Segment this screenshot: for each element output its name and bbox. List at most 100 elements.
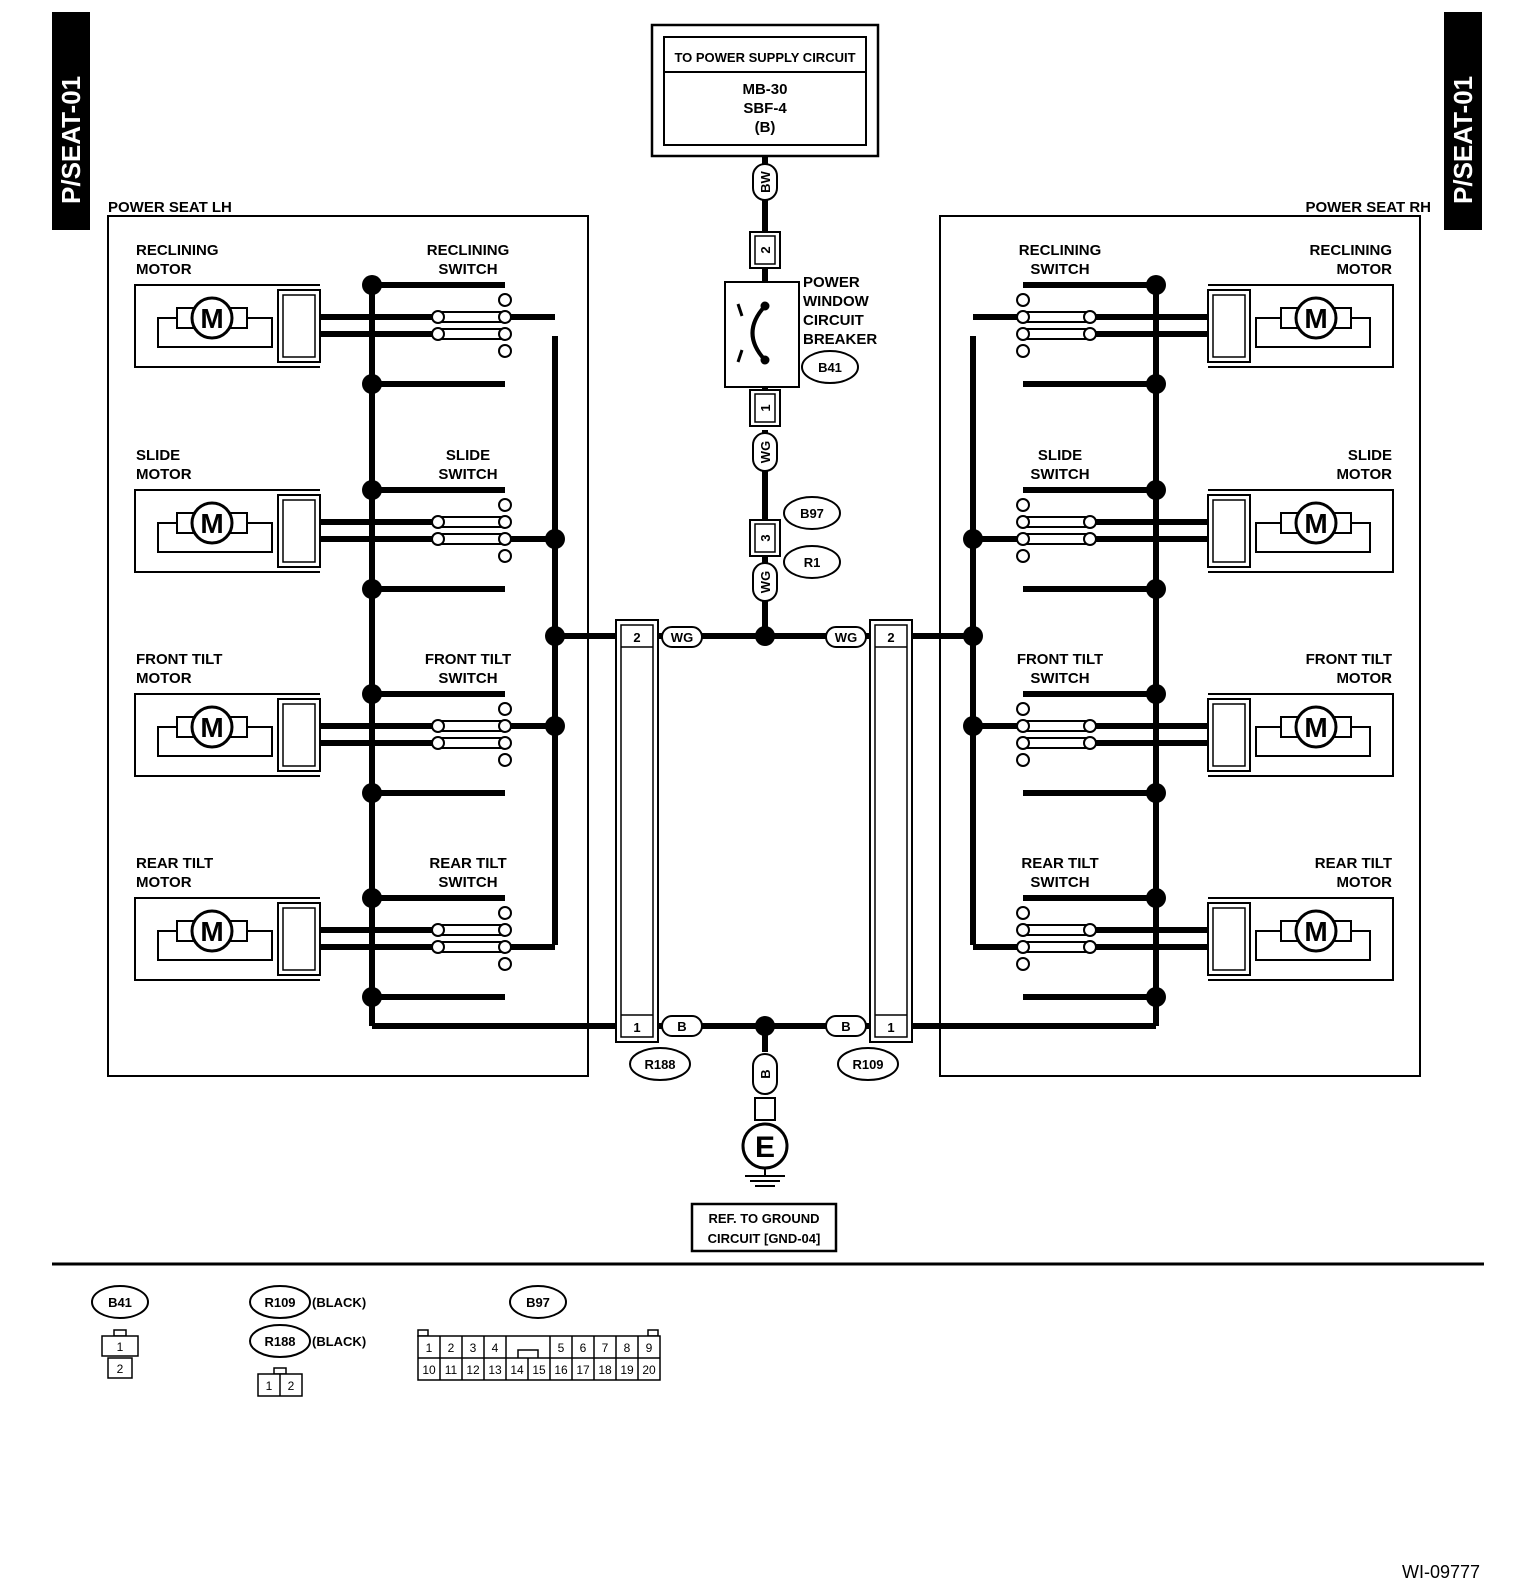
b97-pin-13: 13 — [488, 1363, 502, 1377]
lh-switch-blade-a-4 — [441, 924, 506, 936]
rh-switch-label-3-b: SWITCH — [1030, 670, 1089, 687]
b97-pin-16: 16 — [554, 1363, 568, 1377]
lh-switch-contact-4-1 — [498, 906, 512, 920]
lh-switch-contact-4-2 — [498, 923, 512, 937]
rh-motor-connector-3 — [1207, 698, 1251, 772]
lh-switch-blade-b-4 — [441, 941, 506, 953]
lh-switch-contact-3-3 — [498, 736, 512, 750]
lh-junction-bottom-1 — [362, 374, 382, 394]
legend-r188-name: R188 — [264, 1334, 295, 1349]
b97-key-notch — [517, 1349, 539, 1358]
rh-switch-blade-a-2 — [1022, 516, 1087, 528]
r188-pin-ground: 1 — [633, 1020, 640, 1035]
power-supply-line2: SBF-4 — [743, 100, 787, 117]
lh-switch-label-4-b: SWITCH — [438, 874, 497, 891]
lh-switch-pivot-b-2 — [431, 532, 445, 546]
lh-junction-bottom-2 — [362, 579, 382, 599]
rh-motor-symbol-4: M — [1304, 916, 1327, 947]
circuit-breaker — [724, 281, 800, 388]
rh-motor-symbol-3: M — [1304, 712, 1327, 743]
rh-motor-connector-inner-1 — [1212, 294, 1246, 358]
rh-motor-box-2 — [1208, 489, 1394, 573]
connector-label-b41: B41 — [818, 360, 842, 375]
r188-pin-power: 2 — [633, 630, 640, 645]
joint-pin-label: 3 — [758, 534, 773, 541]
lh-switch-pivot-b-1 — [431, 327, 445, 341]
rh-switch-contact-3-2 — [1016, 719, 1030, 733]
rh-switch-contact-1-4 — [1016, 344, 1030, 358]
rh-motor-connector-1 — [1207, 289, 1251, 363]
lh-switch-contact-2-1 — [498, 498, 512, 512]
lh-panel-title: POWER SEAT LH — [108, 199, 232, 216]
lh-switch-contact-2-2 — [498, 515, 512, 529]
rh-motor-connector-4 — [1207, 902, 1251, 976]
rh-motor-connector-inner-4 — [1212, 907, 1246, 971]
lh-junction-top-3 — [362, 684, 382, 704]
lh-motor-circle-2 — [190, 501, 234, 545]
lh-switch-blade-a-1 — [441, 311, 506, 323]
rh-motor-connector-2 — [1207, 494, 1251, 568]
legend-r109-color: (BLACK) — [312, 1295, 366, 1310]
power-seat-rh-panel: POWER SEAT RH RECLININGMOTORRECLININGSWI… — [912, 199, 1431, 1077]
lh-junction-top-2 — [362, 480, 382, 500]
legend-b41: B41 1 2 — [91, 1285, 149, 1379]
rh-motor-symbol-1: M — [1304, 303, 1327, 334]
lh-switch-contact-1-2 — [498, 310, 512, 324]
connector-badge-r1: R1 — [783, 545, 841, 579]
rh-junction-bottom-1 — [1146, 374, 1166, 394]
power-supply-header: TO POWER SUPPLY CIRCUIT — [674, 50, 855, 65]
wire-label-wg-right: WG — [835, 630, 857, 645]
lh-motor-connector-inner-4 — [282, 907, 316, 971]
rh-switch-blade-b-2 — [1022, 533, 1087, 545]
rh-switch-blade-b-3 — [1022, 737, 1087, 749]
connector-badge-b97: B97 — [783, 496, 841, 530]
connector-label-r109: R109 — [852, 1057, 883, 1072]
lh-switch-label-3-a: FRONT TILT — [425, 651, 511, 668]
lh-motor-label-3-b: MOTOR — [136, 670, 192, 687]
breaker-label-4: BREAKER — [803, 331, 877, 348]
lh-junction-power — [545, 626, 565, 646]
rh-switch-pivot-a-1 — [1083, 310, 1097, 324]
b97-pin-7: 7 — [602, 1341, 609, 1355]
rh-switch-pivot-a-2 — [1083, 515, 1097, 529]
wire-badge-wg-lower: WG — [752, 562, 778, 602]
rh-switch-blade-a-1 — [1022, 311, 1087, 323]
r109-pin-ground: 1 — [887, 1020, 894, 1035]
rh-motor-label-2-b: MOTOR — [1336, 466, 1392, 483]
b97-pin-10: 10 — [422, 1363, 436, 1377]
legend-r109: R109 (BLACK) — [249, 1285, 366, 1319]
rh-junction-tap-2 — [963, 529, 983, 549]
lh-motor-connector-4 — [277, 902, 321, 976]
lh-motor-circle-4 — [190, 909, 234, 953]
ground-reference-box: REF. TO GROUND CIRCUIT [GND-04] — [690, 1202, 838, 1253]
rh-switch-pivot-a-3 — [1083, 719, 1097, 733]
lh-junction-bottom-4 — [362, 987, 382, 1007]
lh-switch-contact-3-4 — [498, 753, 512, 767]
lh-switch-bracket-2 — [369, 487, 505, 592]
wire-badge-wg-left: WG — [661, 626, 703, 648]
legend-b41-pin1: 1 — [117, 1340, 124, 1354]
lh-switch-contact-4-4 — [498, 957, 512, 971]
rh-motor-label-4-a: REAR TILT — [1315, 855, 1392, 872]
breaker-pin-bottom-label: 1 — [758, 404, 773, 411]
connector-r109: 2 1 — [869, 619, 913, 1043]
rh-junction-top-4 — [1146, 888, 1166, 908]
rh-switch-blade-b-1 — [1022, 328, 1087, 340]
rh-motor-box-3 — [1208, 693, 1394, 777]
lh-switch-contact-2-3 — [498, 532, 512, 546]
page-tag-right-text: P/SEAT-01 — [1448, 76, 1478, 204]
breaker-pin-top-label: 2 — [758, 246, 773, 253]
lh-switch-pivot-a-1 — [431, 310, 445, 324]
b97-pin-20: 20 — [642, 1363, 656, 1377]
rh-motor-connector-inner-3 — [1212, 703, 1246, 767]
ground-note-line1: REF. TO GROUND — [709, 1211, 820, 1226]
lh-switch-contact-4-3 — [498, 940, 512, 954]
rh-motor-box-4 — [1208, 897, 1394, 981]
wire-label-wg-upper: WG — [758, 441, 773, 463]
lh-motor-box-4 — [134, 897, 320, 981]
lh-switch-pivot-b-4 — [431, 940, 445, 954]
rh-switch-label-4-a: REAR TILT — [1021, 855, 1098, 872]
